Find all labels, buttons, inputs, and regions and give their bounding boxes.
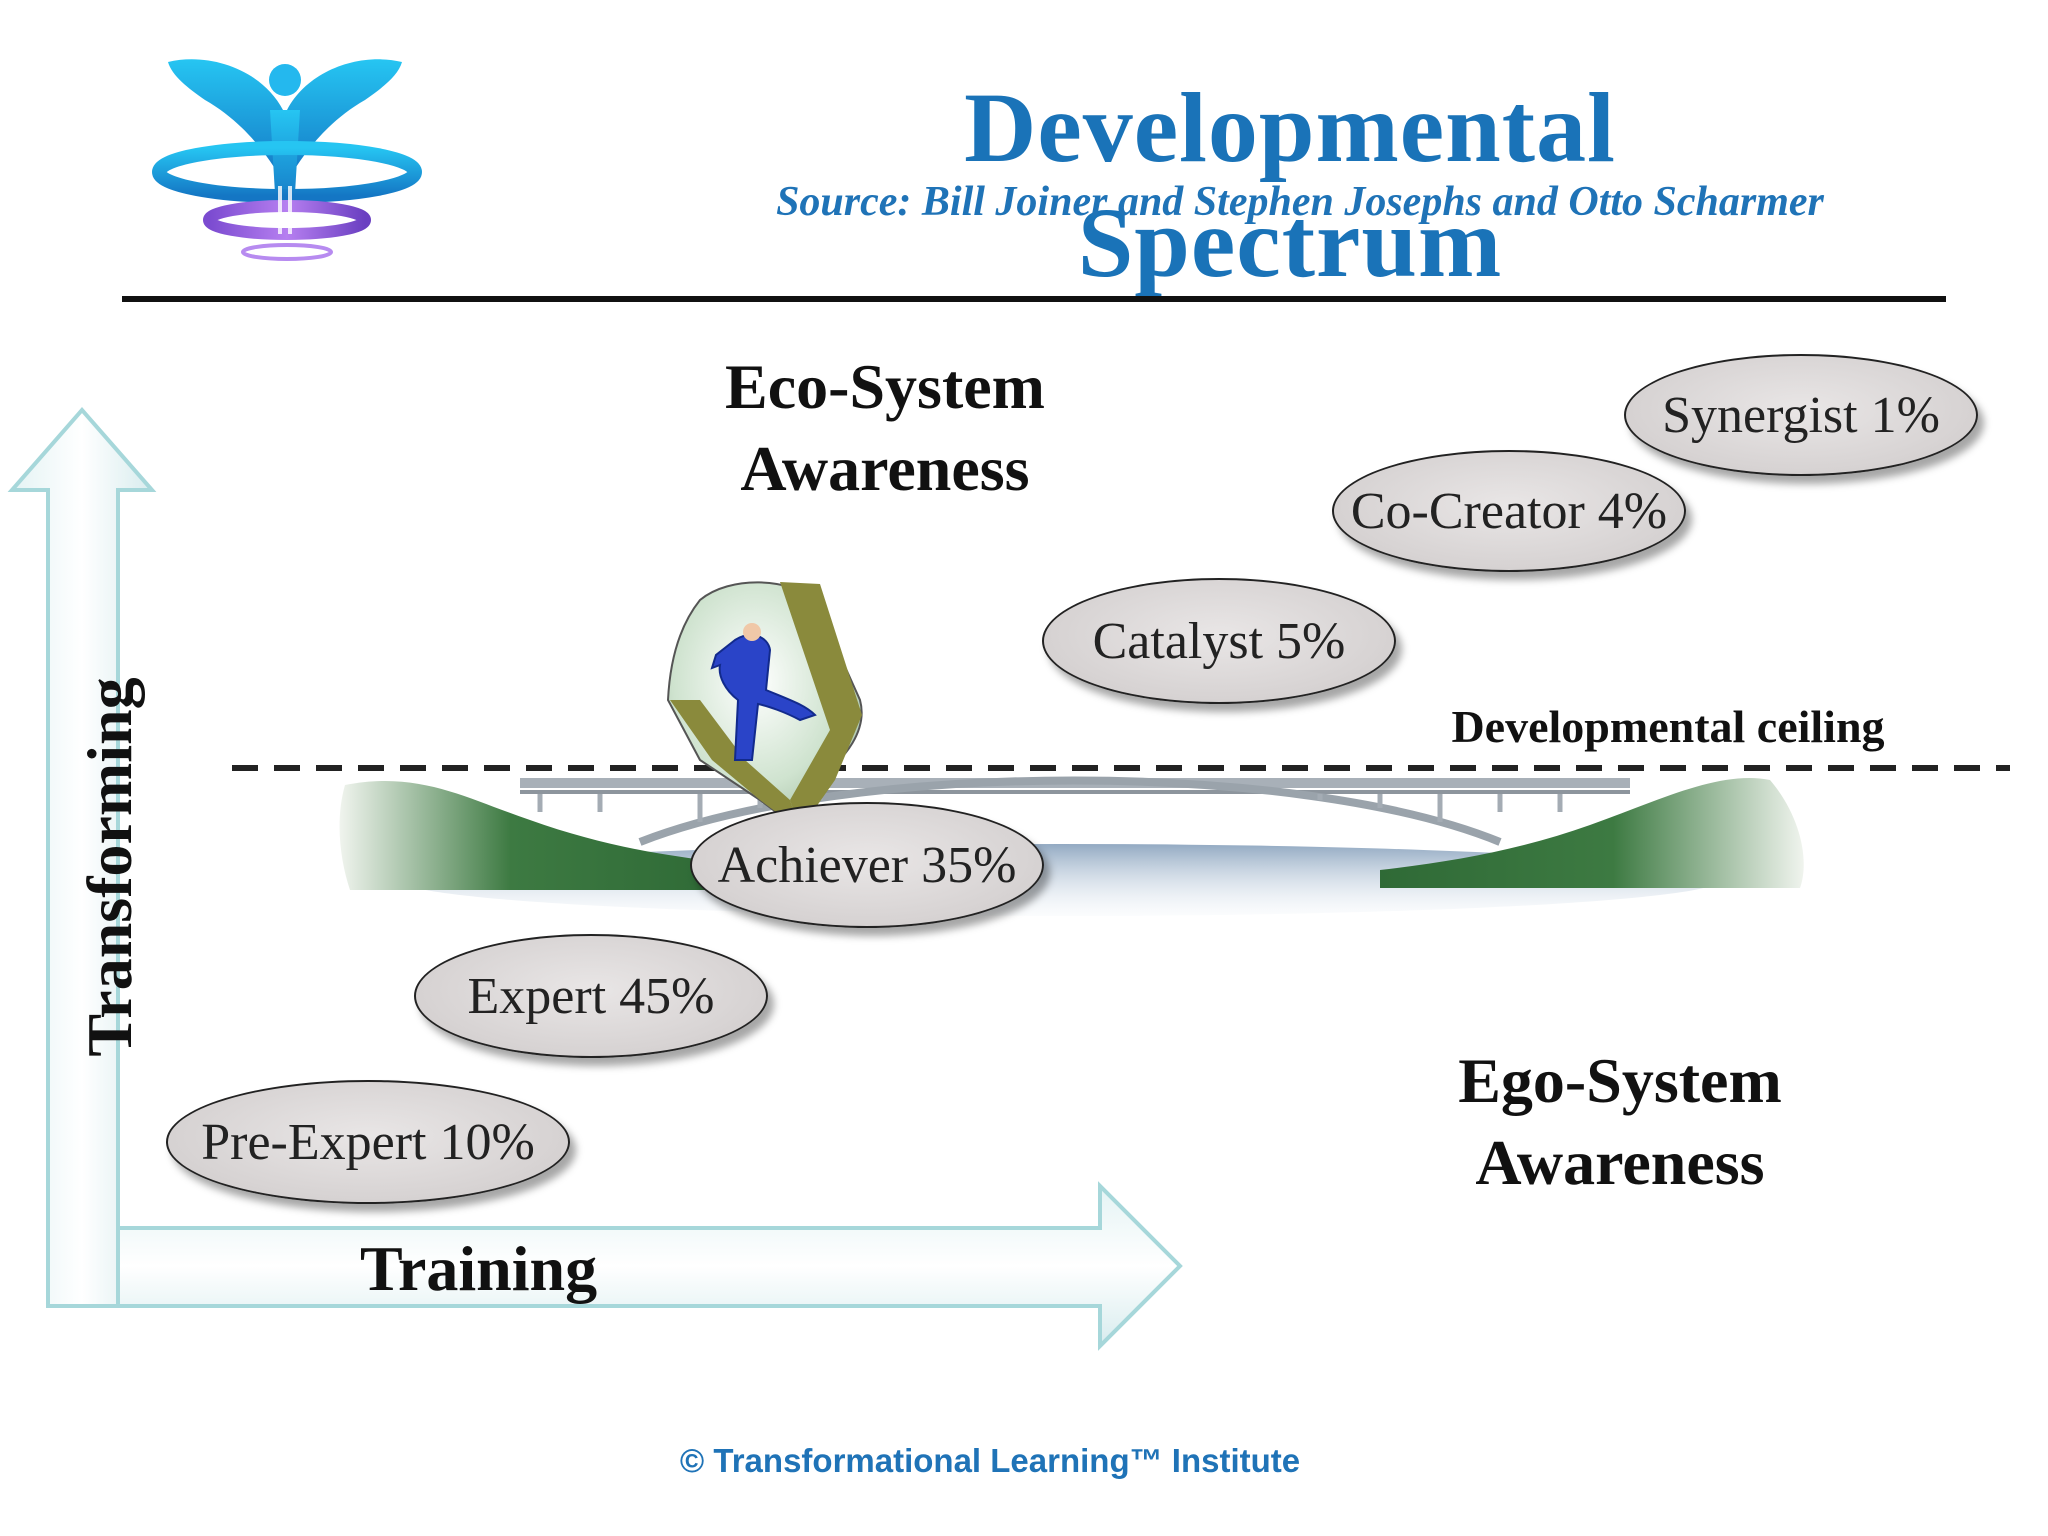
stage-oval-pre-expert: Pre-Expert 10%	[166, 1080, 570, 1204]
page-subtitle: Source: Bill Joiner and Stephen Josephs …	[776, 179, 1824, 225]
stage-oval-achiever: Achiever 35%	[690, 802, 1044, 928]
stage-oval-catalyst: Catalyst 5%	[1042, 578, 1396, 704]
developmental-ceiling-label: Developmental ceiling	[1451, 701, 1885, 752]
stage-oval-synergist: Synergist 1%	[1624, 354, 1978, 476]
ego-system-awareness-label: Ego-System Awareness	[1390, 1040, 1850, 1204]
transforming-arrow	[7, 406, 157, 1308]
stage-oval-expert: Expert 45%	[414, 934, 768, 1058]
eco-system-awareness-label: Eco-System Awareness	[660, 346, 1110, 510]
copyright-footer: © Transformational Learning™ Institute	[679, 1442, 1301, 1479]
transforming-axis-label: Transforming	[74, 677, 145, 1057]
eco-system-line2: Awareness	[740, 433, 1030, 504]
training-axis-label: Training	[360, 1233, 598, 1304]
training-arrow	[116, 1181, 1183, 1351]
page-title: Developmental Spectrum	[964, 72, 1616, 298]
fountain-person-logo-icon	[152, 59, 422, 261]
stage-oval-co-creator: Co-Creator 4%	[1332, 450, 1686, 572]
ego-system-line2: Awareness	[1475, 1127, 1765, 1198]
eco-system-line1: Eco-System	[725, 351, 1045, 422]
bridge-over-river-illustration	[339, 776, 1804, 916]
ego-system-line1: Ego-System	[1458, 1045, 1782, 1116]
header-divider	[122, 296, 1946, 302]
climber-breaking-through-rock-icon	[666, 581, 863, 832]
